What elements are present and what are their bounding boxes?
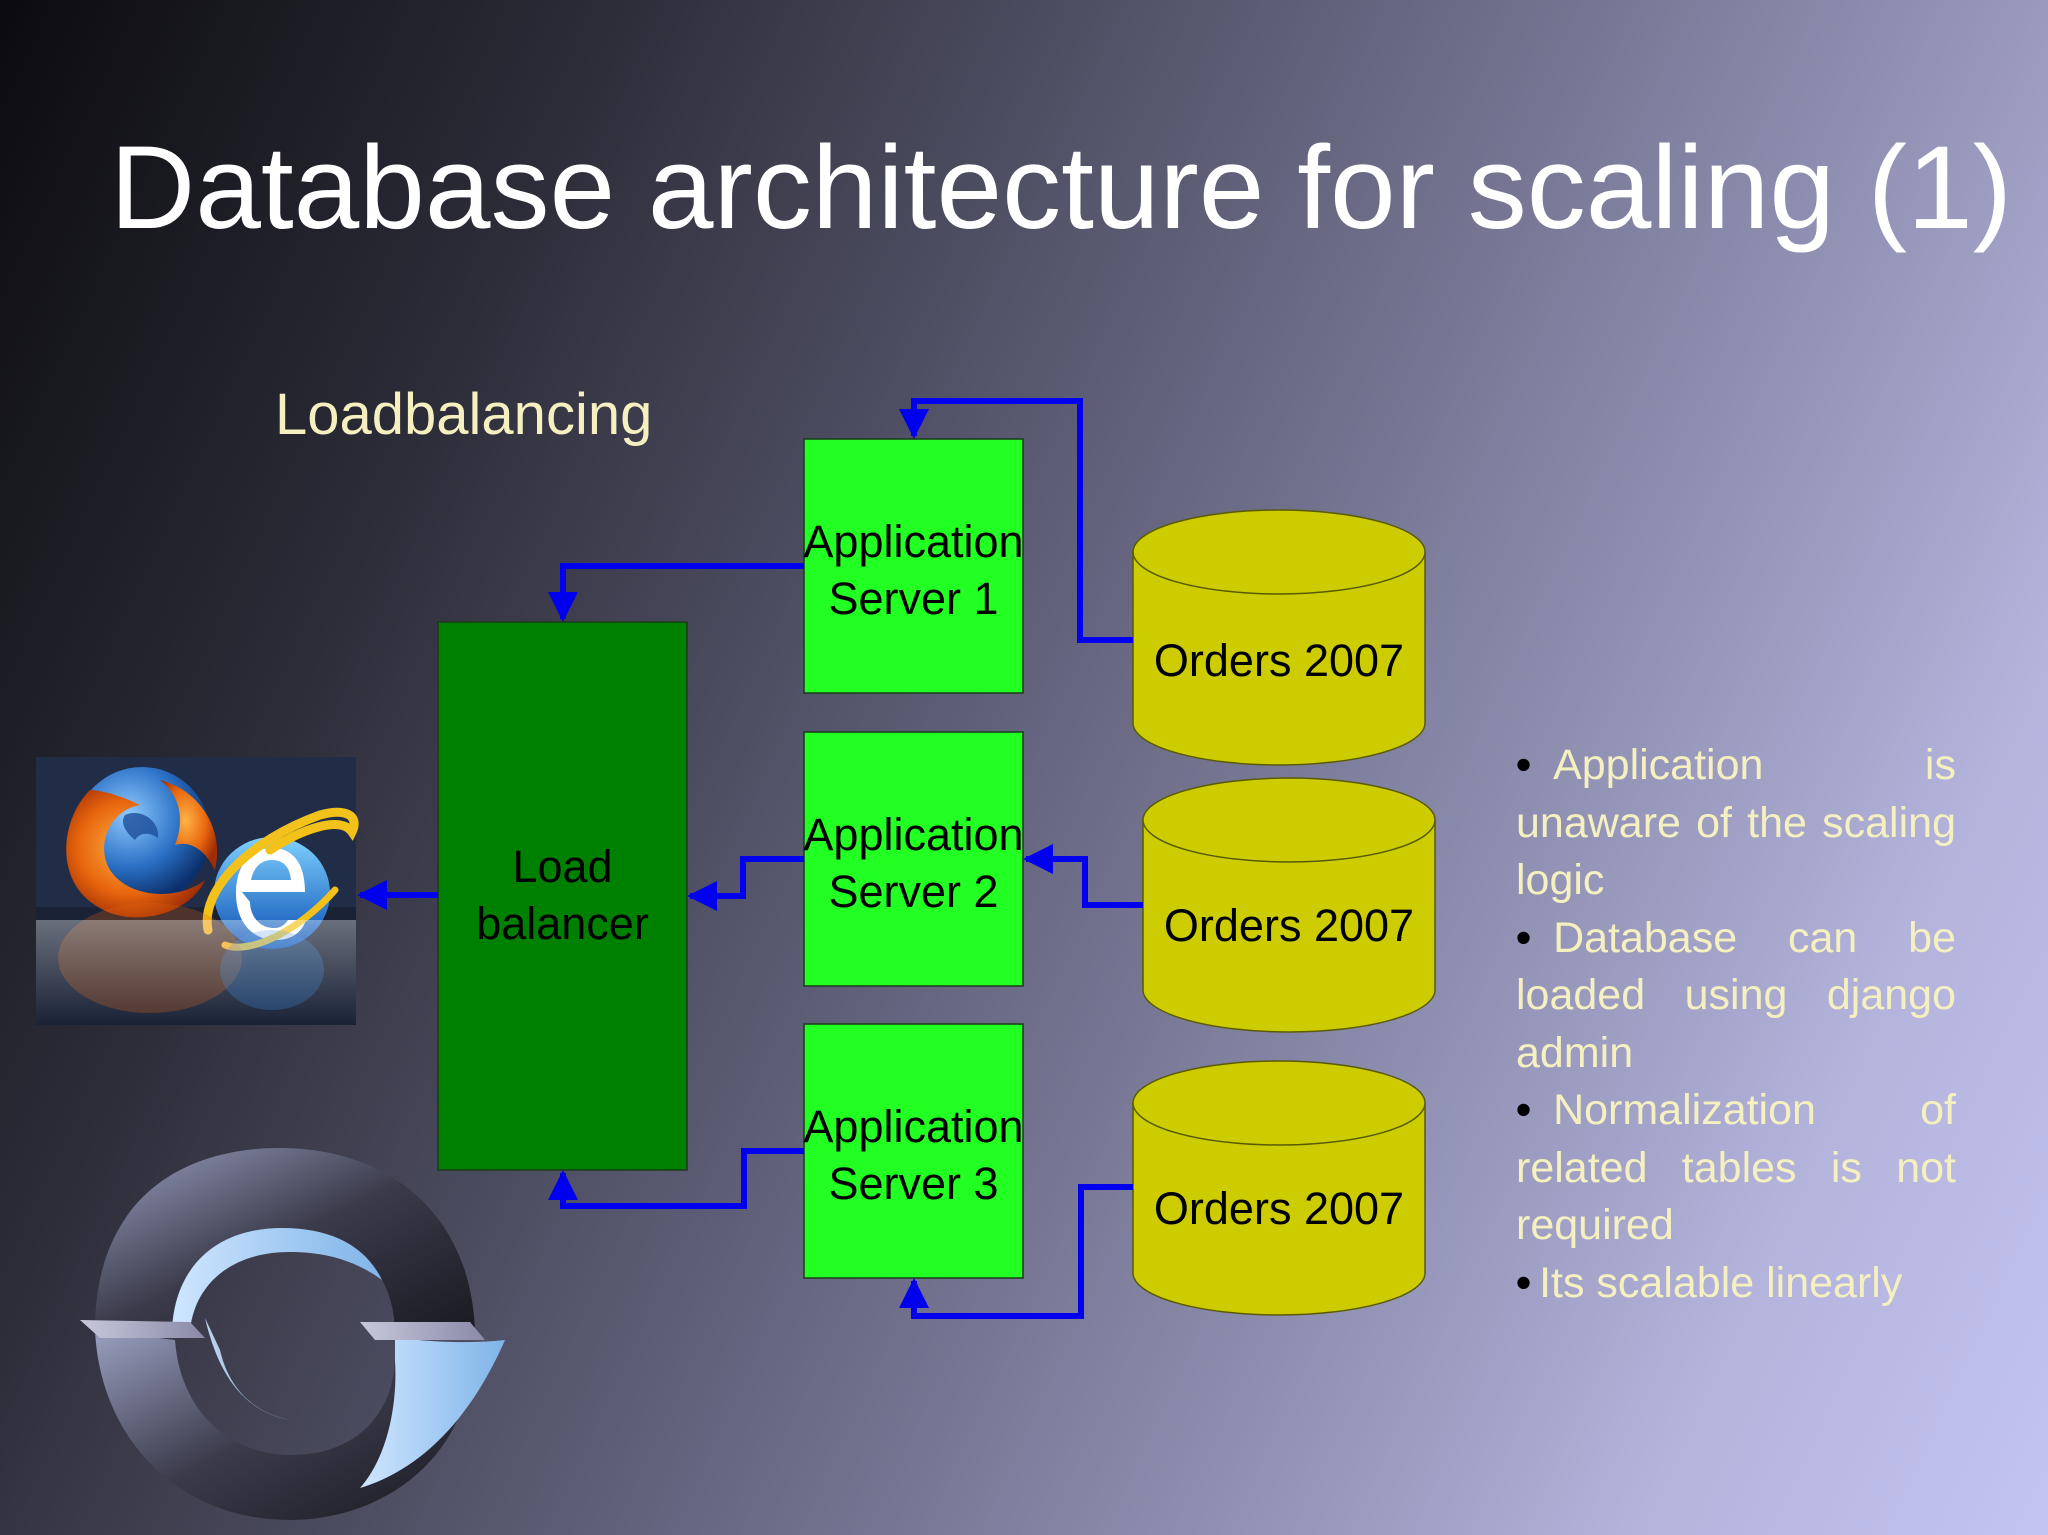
database-cylinder-1: [1132, 509, 1426, 766]
browser-logos-icon: [36, 757, 359, 1025]
arrow-db2-to-server2: [1023, 844, 1143, 908]
load-balancer-label-line2: balancer: [476, 898, 649, 949]
bullet-icon: •: [1516, 741, 1532, 789]
database-cylinder-2: [1142, 777, 1436, 1033]
firefox-icon: [66, 767, 218, 918]
notes-bullet-list: •Application is unaware of the scaling l…: [1516, 737, 1956, 1312]
database-3-label: Orders 2007: [1133, 1173, 1425, 1243]
slide-title: Database architecture for scaling (1): [110, 122, 2013, 254]
database-1-label: Orders 2007: [1133, 625, 1425, 695]
bullet-icon: •: [1516, 913, 1532, 962]
ring-logo-icon: [80, 1148, 505, 1520]
app-server-2-label-line2: Server 2: [828, 866, 999, 917]
arrow-db1-to-server1: [899, 398, 1133, 643]
load-balancer-label: Load balancer: [438, 810, 687, 980]
arrow-server2-to-loadbalancer: [687, 856, 804, 911]
bullet-item: •Application is unaware of the scaling l…: [1516, 737, 1956, 910]
arrow-server1-to-loadbalancer: [548, 563, 804, 622]
bullet-text: Application is unaware of the scaling lo…: [1516, 741, 1956, 904]
bullet-text: Normalization of related tables is not r…: [1516, 1086, 1956, 1249]
bullet-item: •Database can be loaded using django adm…: [1516, 910, 1956, 1083]
app-server-1-label-line2: Server 1: [828, 573, 999, 624]
app-server-3-label-line2: Server 3: [828, 1158, 999, 1209]
arrow-server3-to-loadbalancer: [548, 1148, 804, 1209]
database-3-label-text: Orders 2007: [1153, 1182, 1405, 1234]
database-2-label-text: Orders 2007: [1163, 899, 1415, 951]
database-cylinder-3: [1132, 1060, 1426, 1316]
app-server-2-label-line1: Application: [803, 809, 1024, 860]
app-server-1-box: [803, 438, 1024, 694]
app-server-3-label-line1: Application: [803, 1101, 1024, 1152]
bullet-item: •Normalization of related tables is not …: [1516, 1082, 1956, 1255]
slide-subtitle: Loadbalancing: [275, 382, 653, 447]
bullet-item: •Its scalable linearly: [1516, 1255, 1956, 1313]
app-server-1-label-line1: Application: [803, 516, 1024, 567]
database-1-label-text: Orders 2007: [1153, 634, 1405, 686]
bullet-text: Database can be loaded using django admi…: [1516, 913, 1956, 1077]
database-2-label: Orders 2007: [1143, 890, 1435, 960]
bullet-icon: •: [1516, 1258, 1532, 1307]
arrow-db3-to-server3: [899, 1184, 1133, 1319]
bullet-text: Its scalable linearly: [1539, 1258, 1903, 1307]
app-server-2-box: [803, 731, 1024, 987]
load-balancer-label-line1: Load: [512, 841, 613, 892]
bullet-icon: •: [1516, 1086, 1532, 1134]
